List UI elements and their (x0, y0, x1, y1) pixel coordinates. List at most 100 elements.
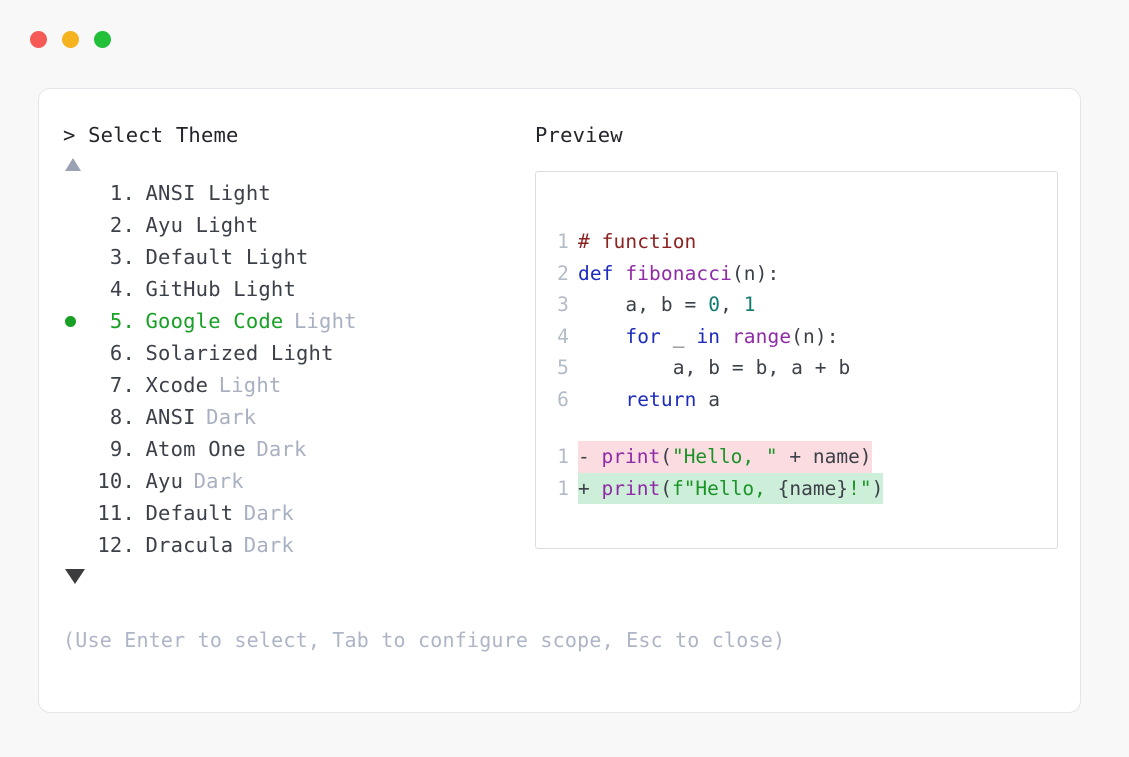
theme-item-name: Default Light (145, 245, 309, 269)
keyboard-hint: (Use Enter to select, Tab to configure s… (63, 628, 786, 652)
theme-list-column: > Select Theme 1. ANSI Light 2. Ayu Light 3.… (63, 121, 533, 584)
code-line-number: 4 (557, 324, 569, 348)
minimize-window-button[interactable] (62, 31, 79, 48)
theme-item-index: 4. (109, 277, 135, 301)
code-line-number: 2 (557, 261, 569, 285)
code-token-punct: ) (871, 476, 884, 500)
code-token-plain: {name} (777, 476, 849, 500)
theme-item-index: 12. (97, 533, 135, 557)
theme-item-index: 11. (97, 501, 135, 525)
code-token-plain: a, b = b, a + b (578, 356, 851, 379)
code-token-fn: print (601, 476, 661, 500)
selection-indicator-cell (63, 241, 89, 273)
code-token-plain (578, 325, 625, 348)
code-token-plain: a, b = (578, 293, 709, 316)
code-line-number: 5 (557, 356, 569, 379)
maximize-window-button[interactable] (94, 31, 111, 48)
selected-bullet-icon (65, 315, 76, 327)
selection-indicator-cell (63, 497, 89, 529)
diff-line-add: 1 + print(f"Hello, {name}!") (539, 472, 1057, 504)
diff-line-number: 1 (557, 476, 569, 500)
scroll-up-indicator-icon[interactable] (65, 158, 81, 171)
theme-item-name: Default (145, 501, 234, 525)
code-token-num: 0 (708, 293, 721, 316)
code-line: 2 def fibonacci(n): (539, 258, 1057, 290)
theme-list-item[interactable]: 1. ANSI Light (63, 177, 533, 209)
theme-item-name: ANSI Light (145, 181, 271, 205)
code-token-kw: def (578, 261, 626, 285)
code-block: 1 # function 2 def fibonacci(n):3 a, b = 0,… (536, 226, 1057, 415)
code-token-comment: # function (578, 230, 697, 253)
code-token-fn: range (731, 324, 792, 348)
theme-list-item[interactable]: 6. Solarized Light (63, 337, 533, 369)
code-line: 3 a, b = 0, 1 (539, 289, 1057, 321)
theme-item-index: 1. (109, 181, 135, 205)
theme-selector-card: > Select Theme 1. ANSI Light 2. Ayu Light 3.… (38, 88, 1081, 713)
code-token-punct: ( (660, 445, 672, 468)
code-token-str: "Hello, " (671, 445, 778, 468)
selection-indicator-cell (63, 465, 89, 497)
theme-item-index: 6. (109, 341, 135, 365)
code-line-content: def fibonacci(n): (578, 258, 779, 290)
theme-item-variant: Dark (243, 533, 294, 557)
theme-item-name: Ayu Light (145, 213, 259, 237)
selection-indicator-cell (63, 529, 89, 561)
diff-block: 1- print("Hello, " + name) 1 + print(f"Hel… (536, 441, 1057, 504)
code-token-str: !" (848, 476, 872, 500)
theme-item-variant: Dark (206, 405, 257, 429)
scroll-down-indicator-icon[interactable] (65, 569, 85, 584)
theme-list-item[interactable]: 10. Ayu Dark (63, 465, 533, 497)
theme-item-variant: Dark (193, 469, 244, 493)
prompt-line: > Select Theme (63, 121, 533, 149)
theme-item-variant: Light (218, 373, 282, 397)
code-token-fn: print (601, 445, 661, 468)
code-token-punct: ( (660, 476, 672, 500)
theme-item-name: Dracula (145, 533, 234, 557)
code-token-punct: (n): (791, 324, 839, 348)
diff-line-content: - print("Hello, " + name) (578, 441, 872, 473)
diff-marker: - (578, 445, 590, 468)
theme-item-name: Solarized Light (145, 341, 334, 365)
theme-list-item[interactable]: 2. Ayu Light (63, 209, 533, 241)
code-line-number: 1 (557, 230, 569, 253)
theme-item-name: Ayu (145, 469, 184, 493)
theme-list-item[interactable]: 12. Dracula Dark (63, 529, 533, 561)
code-line-content: a, b = 0, 1 (578, 289, 756, 321)
code-line: 4 for _ in range(n): (539, 321, 1057, 353)
code-line-content: a, b = b, a + b (578, 352, 851, 384)
close-window-button[interactable] (30, 31, 47, 48)
code-line: 1 # function (539, 226, 1057, 258)
theme-item-index: 8. (109, 405, 135, 429)
diff-line-remove: 1- print("Hello, " + name) (539, 441, 1057, 473)
code-token-str: f"Hello, (671, 476, 778, 500)
code-line-content: # function (578, 226, 696, 258)
code-line: 5 a, b = b, a + b (539, 352, 1057, 384)
code-line-number: 6 (557, 387, 569, 411)
theme-list-item[interactable]: 3.Default Light (63, 241, 533, 273)
theme-item-name: Xcode (145, 373, 209, 397)
theme-item-index: 5. (109, 309, 135, 333)
theme-item-index: 2. (109, 213, 135, 237)
code-token-num: 1 (743, 293, 756, 316)
selection-indicator-cell (63, 177, 89, 209)
diff-line-content: + print(f"Hello, {name}!") (578, 472, 884, 504)
selection-indicator-cell (63, 369, 89, 401)
code-preview-panel: 1 # function 2 def fibonacci(n):3 a, b = 0,… (535, 171, 1058, 549)
theme-list-item[interactable]: 4. GitHub Light (63, 273, 533, 305)
theme-item-index: 10. (97, 469, 135, 493)
code-token-plain: , (720, 293, 744, 316)
theme-item-name: GitHub Light (145, 277, 297, 301)
code-token-kw: for (625, 324, 661, 348)
selection-indicator-cell (63, 209, 89, 241)
diff-marker-space (590, 445, 602, 468)
code-token-plain (578, 388, 625, 411)
code-line-content: return a (578, 384, 720, 416)
